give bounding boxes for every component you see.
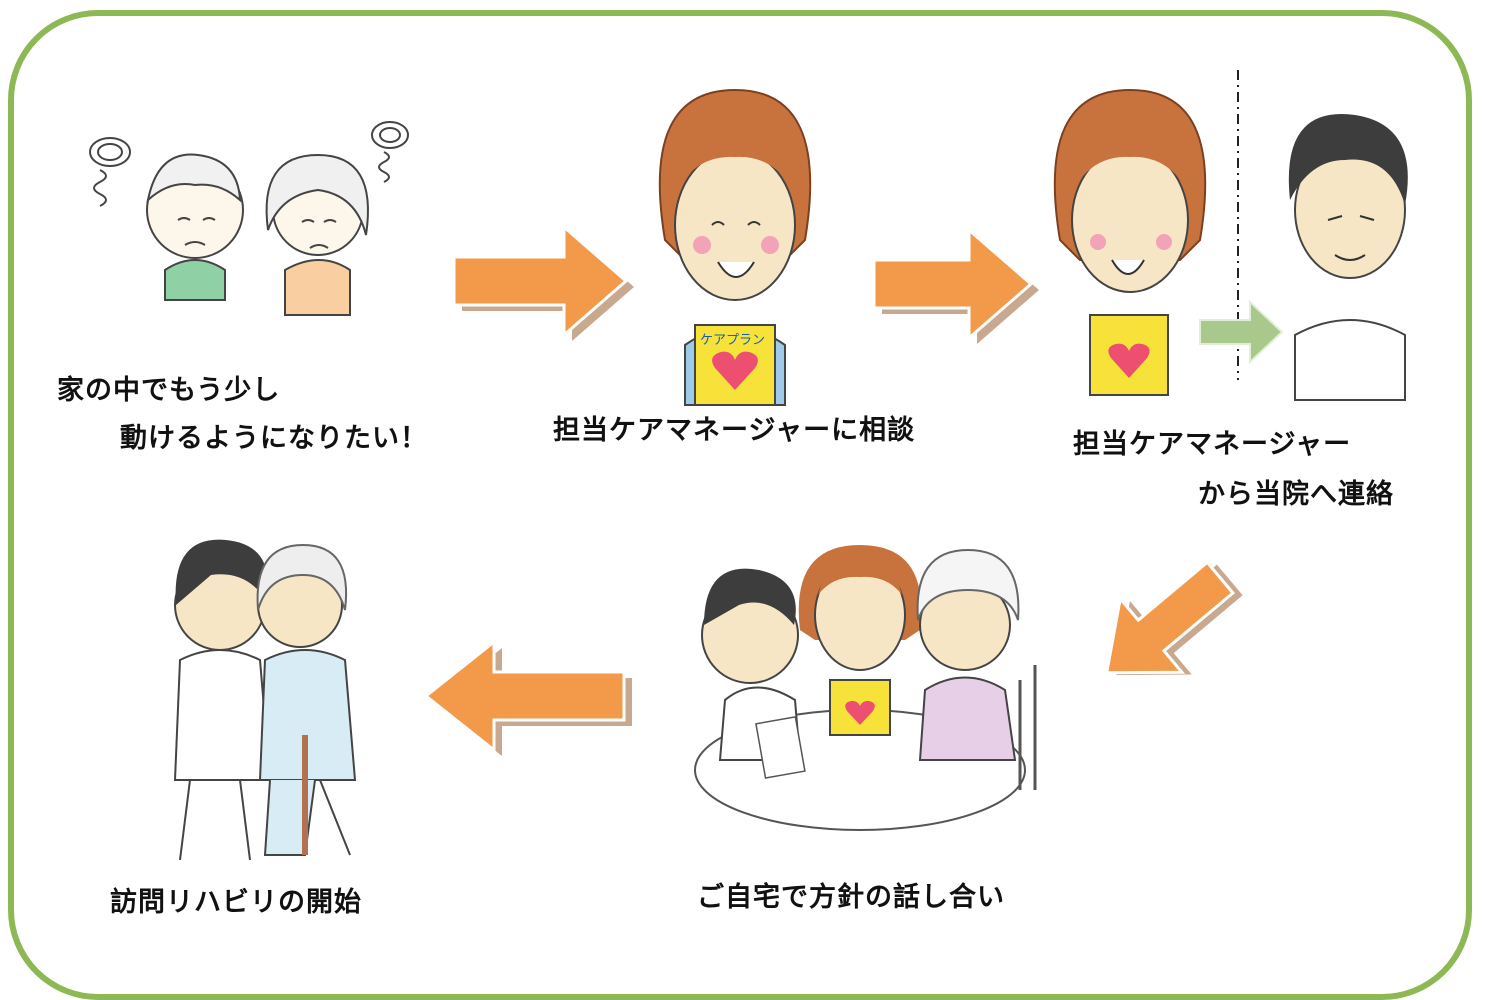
step2-caption: 担当ケアマネージャーに相談 — [553, 415, 916, 446]
step3-caption-line2: から当院へ連絡 — [1198, 479, 1394, 510]
home-meeting-illustration — [694, 545, 1037, 831]
arrow-right-icon — [452, 223, 634, 341]
worry-swirl-icon — [89, 137, 131, 207]
step5-caption: 訪問リハビリの開始 — [110, 887, 362, 918]
arrow-minor-icon — [1199, 299, 1284, 365]
step1-caption-line2: 動けるようになりたい！ — [120, 423, 428, 454]
step4-caption: ご自宅で方針の話し合い — [697, 882, 1005, 913]
home-rehab-illustration — [173, 539, 357, 861]
step3-caption-line1: 担当ケアマネージャー — [1073, 429, 1352, 460]
step1-caption-line1: 家の中でもう少し — [57, 375, 281, 406]
care-manager-contacts-therapist-illustration — [1053, 70, 1408, 401]
arrow-down-left-icon — [1104, 560, 1243, 676]
arrow-right-icon-2 — [872, 226, 1039, 344]
arrow-left-icon — [423, 638, 632, 756]
card-label: ケアプラン — [700, 333, 765, 348]
care-manager-illustration: ケアプラン — [658, 88, 812, 406]
heart-icon — [712, 351, 758, 390]
worried-couple-illustration — [89, 121, 409, 316]
